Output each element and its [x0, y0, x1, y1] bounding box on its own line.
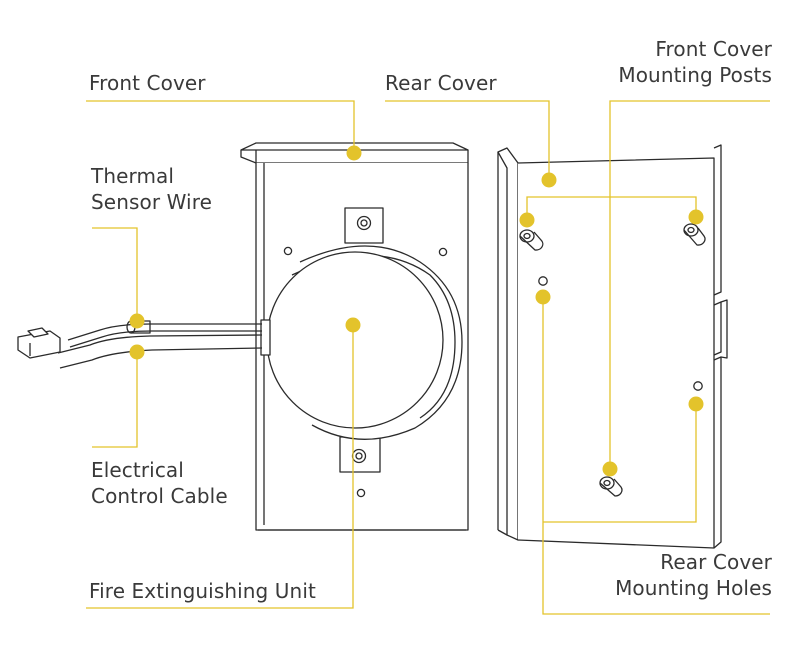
cable-drawing: [17, 320, 263, 369]
callout-dot-fire-extinguishing-unit: [345, 317, 361, 333]
label-thermal-sensor-wire: Thermal Sensor Wire: [91, 163, 212, 215]
callout-dot-mounting-hole-right: [688, 396, 704, 412]
front-cover-drawing: [240, 142, 469, 531]
callout-dot-mounting-post-right: [688, 209, 704, 225]
label-mounting-holes-line1: Rear Cover: [660, 550, 772, 574]
label-fire-extinguishing-unit: Fire Extinguishing Unit: [89, 578, 316, 604]
rear-cover-drawing: [497, 144, 728, 549]
callout-dot-mounting-post-left: [519, 212, 535, 228]
callout-lines: [86, 100, 770, 615]
callout-dot-front-cover: [346, 145, 362, 161]
label-electrical-line2: Control Cable: [91, 484, 228, 508]
callout-dot-electrical-control-cable: [129, 344, 145, 360]
label-rear-cover: Rear Cover: [385, 70, 497, 96]
callout-dot-rear-cover: [541, 172, 557, 188]
label-electrical-line1: Electrical: [91, 458, 184, 482]
label-front-cover-mounting-posts: Front Cover Mounting Posts: [618, 36, 772, 88]
callout-dot-mounting-hole-left: [535, 289, 551, 305]
label-thermal-line1: Thermal: [91, 164, 175, 188]
label-fire-extinguishing-text: Fire Extinguishing Unit: [89, 579, 316, 603]
callout-dots: [129, 145, 704, 477]
label-front-cover: Front Cover: [89, 70, 206, 96]
label-front-cover-text: Front Cover: [89, 71, 206, 95]
label-mounting-posts-line1: Front Cover: [655, 37, 772, 61]
label-electrical-control-cable: Electrical Control Cable: [91, 457, 228, 509]
callout-dot-thermal-sensor-wire: [129, 313, 145, 329]
callout-dot-mounting-post-bottom: [602, 461, 618, 477]
label-rear-cover-text: Rear Cover: [385, 71, 497, 95]
label-rear-cover-mounting-holes: Rear Cover Mounting Holes: [615, 549, 772, 601]
label-mounting-posts-line2: Mounting Posts: [618, 63, 772, 87]
label-mounting-holes-line2: Mounting Holes: [615, 576, 772, 600]
label-thermal-line2: Sensor Wire: [91, 190, 212, 214]
